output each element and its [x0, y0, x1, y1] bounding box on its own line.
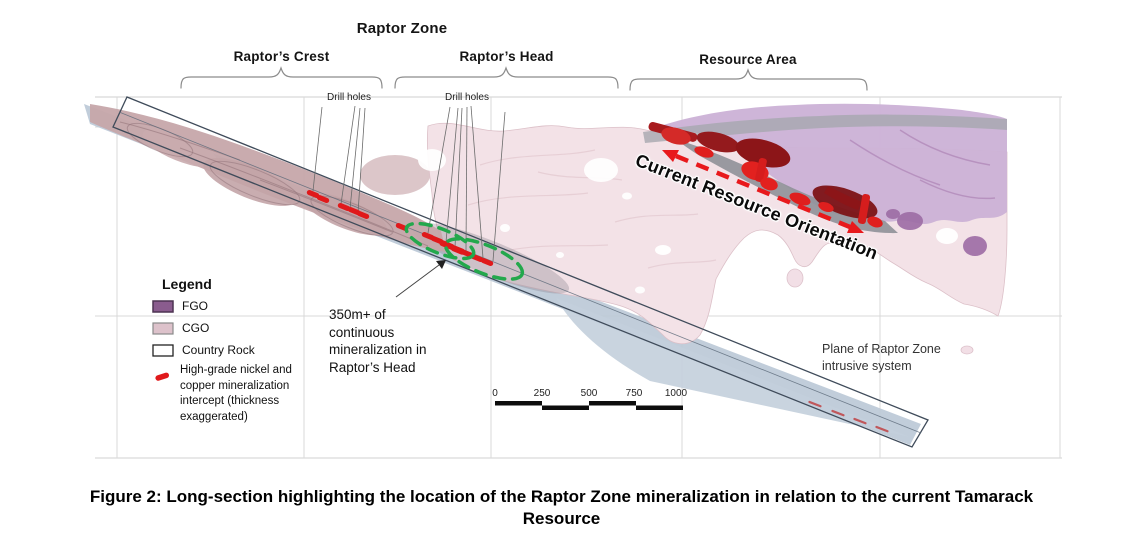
scale-label-1000: 1000	[664, 388, 688, 399]
mineralization-dashes	[306, 190, 494, 266]
legend-item-high-grade: High-grade nickel and copper mineralizat…	[180, 364, 292, 423]
head-brace	[394, 66, 619, 89]
legend-title: Legend	[162, 276, 212, 292]
figure-title: Raptor Zone	[356, 20, 448, 37]
country-rock-swatch-icon	[152, 344, 174, 357]
scale-label-750: 750	[625, 388, 643, 399]
fgo-swatch-icon	[152, 300, 174, 313]
scale-label-0: 0	[492, 388, 498, 399]
plane-outline	[112, 96, 929, 448]
zone-label-resource-area: Resource Area	[699, 52, 797, 67]
zone-braces	[180, 66, 868, 91]
white-holes	[418, 149, 958, 294]
figure-caption: Figure 2: Long-section highlighting the …	[0, 486, 1123, 530]
legend-item-country-rock: Country Rock	[182, 343, 255, 357]
plane-note: Plane of Raptor Zone intrusive system	[822, 342, 941, 373]
drill-holes-label-right: Drill holes	[445, 92, 489, 103]
legend-item-fgo: FGO	[182, 299, 208, 313]
small-pink-blobs	[786, 268, 974, 355]
cgo-swatch-icon	[152, 322, 174, 335]
geology	[90, 103, 1008, 355]
note-arrow	[395, 260, 446, 298]
scale-label-500: 500	[580, 388, 598, 399]
figure-caption-text: Figure 2: Long-section highlighting the …	[89, 487, 1034, 528]
resource-arrow	[662, 150, 864, 233]
crest-brace	[180, 66, 383, 89]
crest-bump	[360, 155, 430, 195]
crest-band	[90, 104, 446, 252]
high-grade-intercept-icon	[155, 372, 170, 381]
scale-label-250: 250	[533, 388, 551, 399]
resource-red-blobs	[661, 127, 883, 228]
green-highlight	[404, 221, 525, 281]
drill-holes-label-left: Drill holes	[327, 92, 371, 103]
scale-bar-graphic	[495, 401, 683, 410]
zone-label-raptors-head: Raptor’s Head	[459, 49, 554, 64]
drill-lines	[312, 105, 506, 262]
plane-red-dashes	[808, 400, 889, 433]
legend-item-cgo: CGO	[182, 321, 210, 335]
mineralization-note: 350m+ of continuous mineralization in Ra…	[329, 307, 427, 375]
zone-label-raptors-crest: Raptor’s Crest	[233, 49, 330, 64]
section-diagram	[84, 66, 1062, 459]
resource-brace	[629, 68, 868, 91]
